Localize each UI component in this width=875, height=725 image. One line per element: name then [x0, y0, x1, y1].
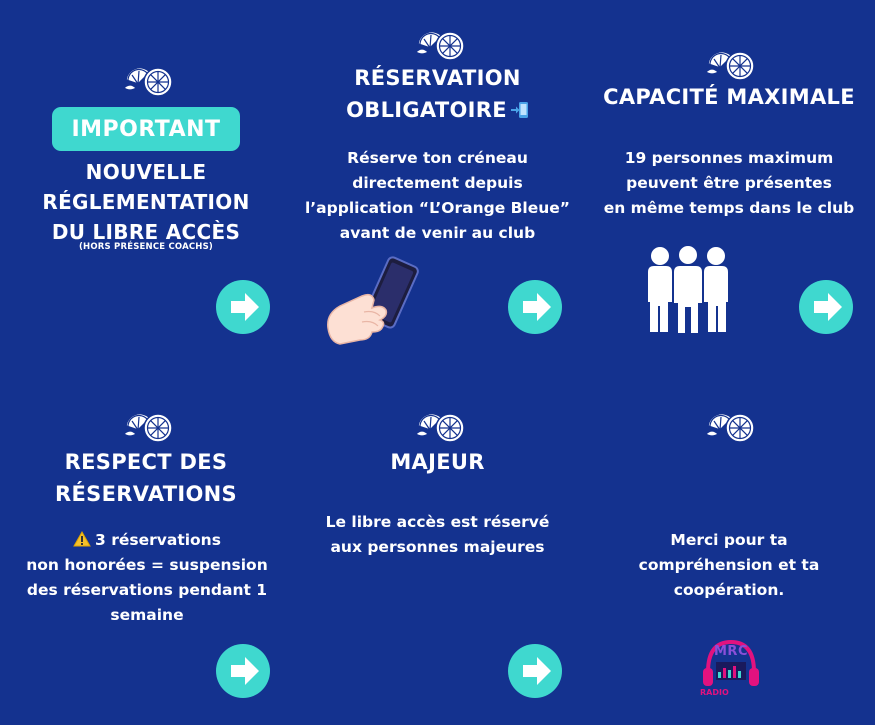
next-arrow-button[interactable] [508, 280, 562, 334]
panel3-body-line: peuvent être présentes [626, 174, 832, 192]
panel4-title-line: RESPECT DES [64, 450, 228, 474]
panel3-title: CAPACITÉ MAXIMALE [603, 85, 855, 109]
radio-logo: MRC RADIO [698, 634, 764, 700]
panel4-title: RESPECT DES RÉSERVATIONS [20, 446, 272, 510]
lemon-slice-icon [415, 30, 465, 61]
lemon-slice-icon [123, 66, 173, 97]
panel1-title: NOUVELLE RÉGLEMENTATION DU LIBRE ACCÈS [30, 157, 262, 247]
panel4-title-line: RÉSERVATIONS [55, 482, 237, 506]
panel5-body-line: Le libre accès est réservé [325, 513, 550, 531]
panel4-body-line: non honorées = suspension [26, 556, 268, 574]
warning-icon [73, 531, 91, 547]
panel3-body-line: 19 personnes maximum [624, 149, 834, 167]
panel1-note: (HORS PRÉSENCE COACHS) [78, 242, 214, 252]
next-arrow-button[interactable] [216, 644, 270, 698]
lemon-slice-icon [415, 412, 465, 443]
panel1-title-line: DU LIBRE ACCÈS [51, 220, 241, 244]
next-arrow-button[interactable] [799, 280, 853, 334]
phone-arrow-icon [510, 102, 528, 118]
arrow-right-icon [231, 293, 259, 321]
panel5-body: Le libre accès est réservé aux personnes… [300, 510, 575, 560]
logo-bottom-text: RADIO [700, 688, 729, 697]
panel6-body-line: compréhension et ta [638, 556, 820, 574]
lemon-slice-icon [705, 50, 755, 81]
arrow-right-icon [231, 657, 259, 685]
arrow-right-icon [814, 293, 842, 321]
logo-top-text: MRC [714, 644, 748, 659]
headphones-logo-icon [703, 639, 759, 686]
panel2-body-line: avant de venir au club [339, 224, 536, 242]
next-arrow-button[interactable] [508, 644, 562, 698]
arrow-right-icon [523, 657, 551, 685]
panel2-body: Réserve ton créneau directement depuis l… [292, 146, 583, 246]
lemon-slice-icon [705, 412, 755, 443]
panel2-title-line: OBLIGATOIRE [300, 94, 575, 126]
arrow-right-icon [523, 293, 551, 321]
panel5-body-line: aux personnes majeures [330, 538, 545, 556]
panel4-body-line: semaine [110, 606, 184, 624]
panel3-body-line: en même temps dans le club [603, 199, 855, 217]
panel5-title: MAJEUR [390, 450, 485, 474]
group-people-icon [648, 244, 728, 335]
panel6-body-line: Merci pour ta [670, 531, 788, 549]
panel2-title-line: RÉSERVATION [354, 66, 521, 90]
panel2-body-line: directement depuis [352, 174, 523, 192]
panel4-body-line: des réservations pendant 1 [26, 581, 268, 599]
panel6-body-line: coopération. [673, 581, 785, 599]
panel2-title: RÉSERVATION OBLIGATOIRE [300, 62, 575, 126]
hand-holding-phone-icon [327, 256, 419, 345]
panel4-body: 3 réservations non honorées = suspension… [14, 528, 280, 628]
important-badge: IMPORTANT [52, 107, 240, 151]
panel2-body-line: l’application “L’Orange Bleue” [304, 199, 570, 217]
panel2-body-line: Réserve ton créneau [347, 149, 528, 167]
panel3-body: 19 personnes maximum peuvent être présen… [588, 146, 870, 221]
panel6-body: Merci pour ta compréhension et ta coopér… [598, 528, 860, 603]
next-arrow-button[interactable] [216, 280, 270, 334]
panel1-title-line: RÉGLEMENTATION [42, 190, 250, 214]
panel1-title-line: NOUVELLE [85, 160, 207, 184]
lemon-slice-icon [123, 412, 173, 443]
panel4-body-line: 3 réservations [14, 528, 280, 553]
